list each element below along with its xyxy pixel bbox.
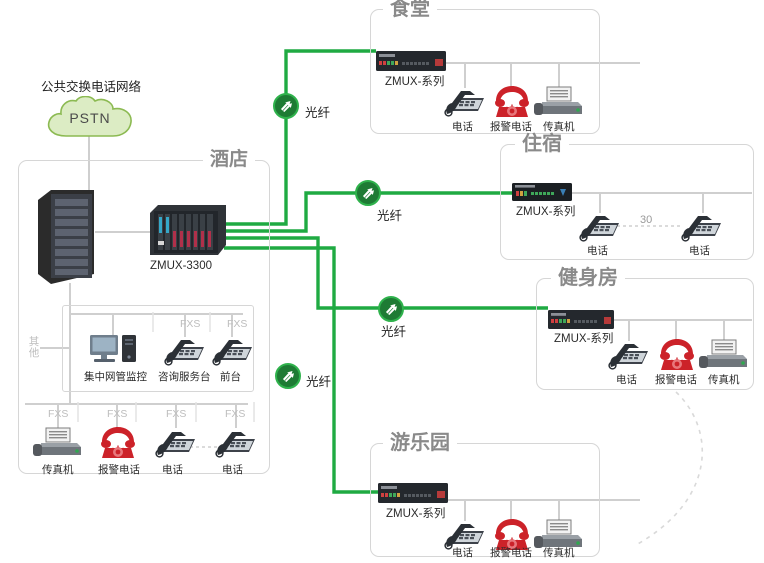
panel-canteen-title: 食堂 (383, 0, 437, 19)
fiber-label-canteen: 光纤 (305, 106, 331, 120)
hotel-fxs-label: FXS (180, 318, 201, 330)
alarm-phone-icon (97, 426, 139, 460)
fiber-label-gym: 光纤 (381, 325, 407, 339)
hotel-fxs-label: FXS (227, 318, 248, 330)
panel-canteen: 食堂 (370, 0, 600, 134)
gym-device-label: ZMUX-系列 (554, 333, 614, 345)
hotel-fxs-label: FXS (225, 408, 246, 420)
desk-phone-icon (215, 428, 257, 458)
panel-amusement: 游乐园 (370, 433, 600, 557)
hotel-item-label: 电话 (162, 464, 183, 476)
hotel-item-label: 集中网管监控 (84, 371, 147, 383)
zmux-series-device-icon (378, 483, 448, 503)
amusement-item-label: 报警电话 (490, 547, 532, 559)
accommodation-item-label: 电话 (587, 245, 608, 257)
computer-monitor-icon (89, 334, 139, 366)
fiber-label-accommodation: 光纤 (377, 209, 403, 223)
gym-item-label: 电话 (616, 374, 637, 386)
fiber-node-gym[interactable] (378, 296, 404, 322)
desk-phone-icon (608, 340, 650, 370)
accommodation-device-label: ZMUX-系列 (516, 206, 576, 218)
canteen-item-label: 报警电话 (490, 121, 532, 133)
hotel-item-label: 前台 (220, 371, 241, 383)
hotel-item-label: 咨询服务台 (158, 371, 211, 383)
fiber-node-canteen[interactable] (273, 93, 299, 119)
zmux-3300-label: ZMUX-3300 (150, 260, 212, 272)
zmux-3300-chassis-icon (150, 205, 226, 255)
panel-hotel-title: 酒店 (202, 150, 255, 169)
gym-item-label: 传真机 (708, 374, 740, 386)
fax-machine-icon (699, 339, 751, 371)
fax-machine-icon (33, 427, 85, 459)
hotel-other-label: 其他 (28, 336, 40, 360)
panel-gym-title: 健身房 (551, 268, 625, 288)
panel-hotel-inner (62, 305, 254, 392)
panel-accommodation-title: 住宿 (515, 134, 569, 154)
panel-gym: 健身房 (536, 268, 754, 390)
hotel-item-label: 报警电话 (98, 464, 140, 476)
fiber-label-amusement: 光纤 (306, 375, 332, 389)
fax-machine-icon (534, 86, 586, 118)
desk-phone-icon (444, 520, 486, 550)
gym-item-label: 报警电话 (655, 374, 697, 386)
zmux-series-device-icon (548, 310, 614, 329)
pstn-label: PSTN (69, 110, 111, 126)
canteen-item-label: 传真机 (543, 121, 575, 133)
desk-phone-icon (155, 428, 197, 458)
panel-amusement-title: 游乐园 (383, 433, 457, 453)
panel-hotel: 酒店 (18, 150, 270, 474)
accommodation-count-label: 30 (640, 214, 653, 226)
accommodation-item-label: 电话 (689, 245, 710, 257)
zmux-series-device-icon (376, 51, 446, 71)
desk-phone-icon (579, 212, 621, 242)
desk-phone-icon (164, 336, 206, 366)
canteen-item-label: 电话 (452, 121, 473, 133)
pstn-caption: 公共交换电话网络 (41, 80, 142, 94)
alarm-phone-icon (491, 518, 533, 552)
fiber-node-amusement[interactable] (275, 363, 301, 389)
hotel-fxs-label: FXS (107, 408, 128, 420)
hotel-fxs-label: FXS (48, 408, 69, 420)
desk-phone-icon (444, 87, 486, 117)
alarm-phone-icon (491, 85, 533, 119)
hotel-item-label: 传真机 (42, 464, 74, 476)
panel-accommodation: 住宿 (500, 134, 754, 260)
fax-machine-icon (534, 519, 586, 551)
pstn-cloud: PSTN (43, 95, 137, 140)
server-rack-icon (38, 190, 94, 284)
hotel-fxs-label: FXS (166, 408, 187, 420)
desk-phone-icon (681, 212, 723, 242)
hotel-item-label: 电话 (222, 464, 243, 476)
amusement-device-label: ZMUX-系列 (386, 508, 446, 520)
fiber-node-accommodation[interactable] (355, 180, 381, 206)
desk-phone-icon (212, 336, 254, 366)
zmux-series-device-icon (512, 183, 572, 201)
alarm-phone-icon (656, 338, 698, 372)
amusement-item-label: 电话 (452, 547, 473, 559)
canteen-device-label: ZMUX-系列 (385, 76, 445, 88)
amusement-item-label: 传真机 (543, 547, 575, 559)
